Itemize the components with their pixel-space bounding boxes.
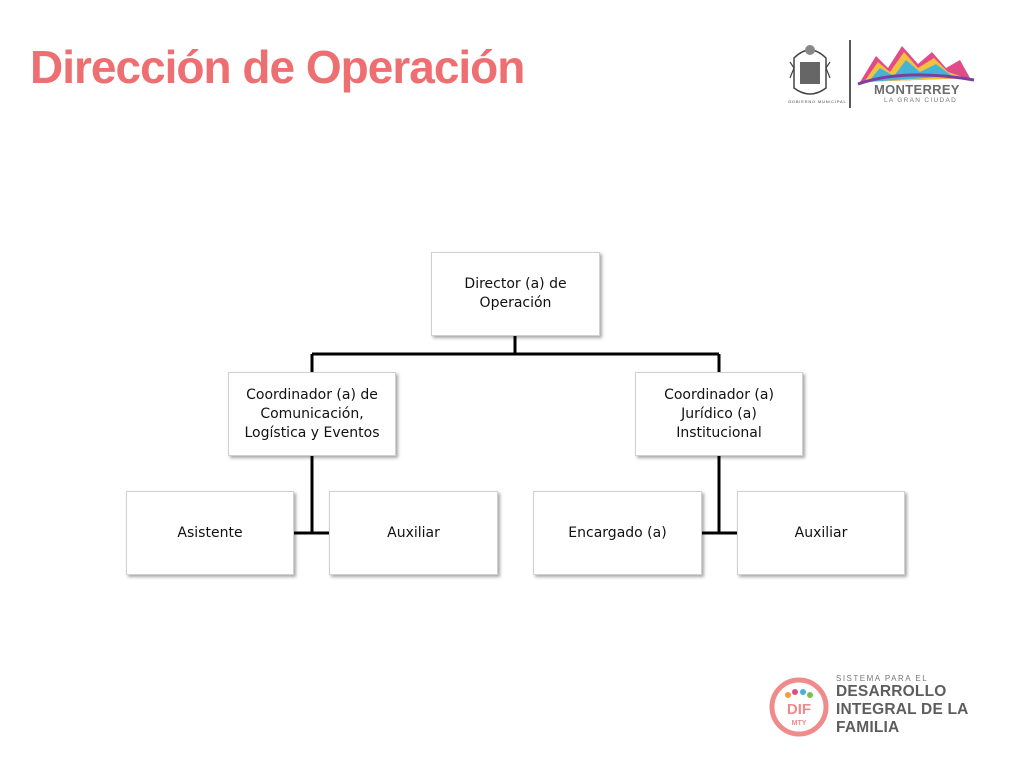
node-coord-left: Coordinador (a) de Comunicación, Logísti… [228, 372, 396, 456]
node-coord-right-label: Coordinador (a) Jurídico (a) Institucion… [664, 386, 774, 441]
dif-line-1: SISTEMA PARA EL [836, 674, 929, 683]
monterrey-label: MONTERREY [874, 82, 960, 97]
dif-badge-icon: DIF MTY [769, 677, 829, 737]
dif-line-2: DESARROLLO [836, 683, 947, 700]
node-asistente: Asistente [126, 491, 294, 575]
node-auxiliar-right: Auxiliar [737, 491, 905, 575]
coat-of-arms-icon [789, 40, 975, 108]
node-asistente-label: Asistente [177, 524, 243, 541]
node-encargado-label: Encargado (a) [568, 524, 667, 541]
node-coord-left-label: Coordinador (a) de Comunicación, Logísti… [244, 386, 380, 441]
node-director-label: Director (a) de Operación [464, 276, 567, 311]
dif-line-3: INTEGRAL DE LA [836, 701, 969, 718]
dif-line-4: FAMILIA [836, 719, 900, 736]
monterrey-subtitle: LA GRAN CIUDAD [884, 97, 958, 104]
node-encargado: Encargado (a) [533, 491, 702, 575]
node-auxiliar-left: Auxiliar [329, 491, 498, 575]
page-title: Dirección de Operación [30, 41, 525, 93]
node-auxiliar-right-label: Auxiliar [794, 524, 848, 541]
dif-badge-subtext: MTY [792, 720, 807, 727]
node-auxiliar-left-label: Auxiliar [387, 524, 440, 541]
node-coord-right: Coordinador (a) Jurídico (a) Institucion… [635, 372, 803, 456]
gobierno-municipal-label: GOBIERNO MUNICIPAL [788, 99, 847, 104]
node-director: Director (a) de Operación [431, 252, 600, 336]
dif-badge-text: DIF [787, 701, 811, 718]
